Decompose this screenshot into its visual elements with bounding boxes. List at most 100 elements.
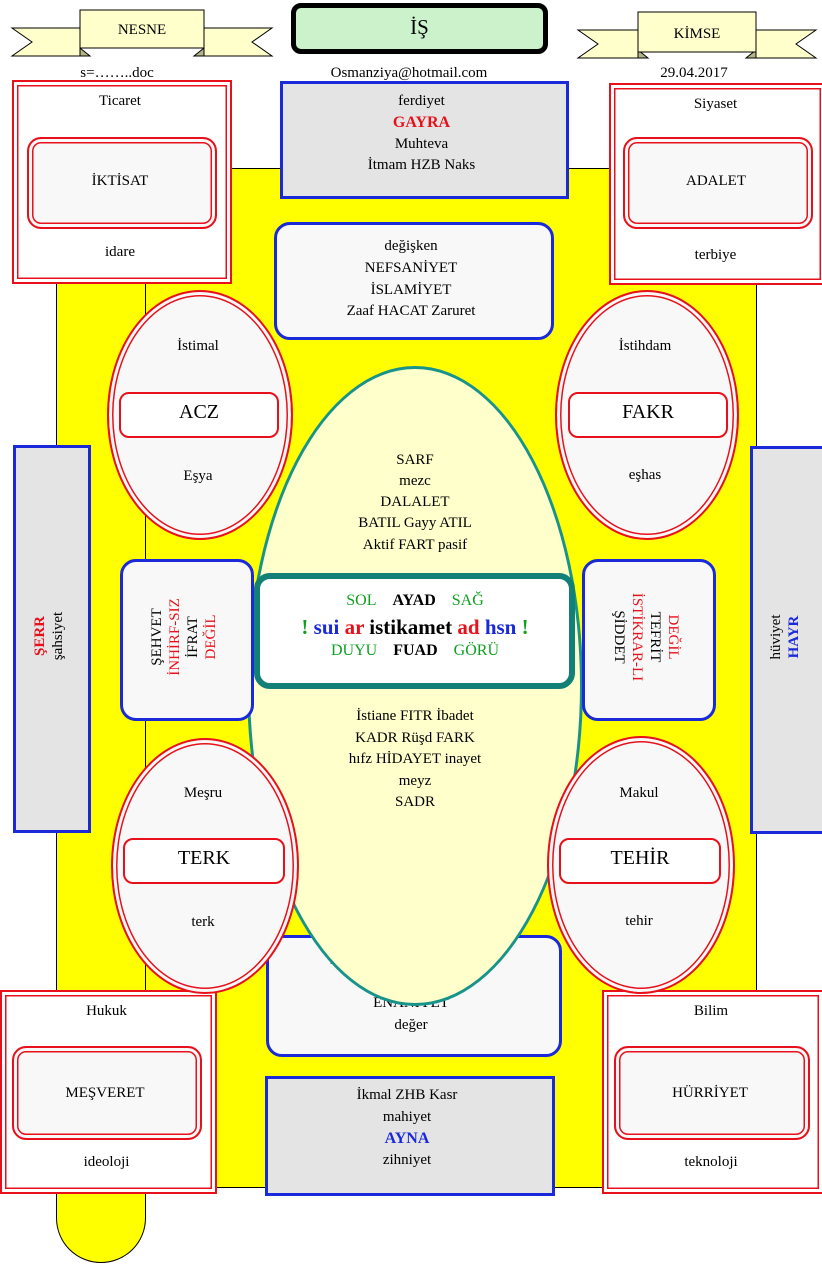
center-row3-fuad: FUAD [393, 642, 438, 659]
right-side-l1: hüviyet [768, 614, 784, 660]
corner-br-center: HÜRRİYET [672, 1085, 748, 1101]
center-row2-ad: ad [457, 615, 480, 639]
ellipse-bl-center: TERK [123, 838, 285, 884]
center-row2-istikamet: istikamet [369, 615, 453, 639]
center-row2-excl1: ! [301, 615, 309, 639]
left-mid-l4: DEĞİL [203, 614, 219, 660]
left-side-box [13, 445, 91, 833]
corner-bl-inner [12, 1046, 202, 1140]
corner-br-top: Bilim [693, 1003, 729, 1019]
is-title-box [291, 3, 548, 54]
center-row1-ayad: AYAD [392, 592, 436, 609]
top-gray-l4: İtmam HZB Naks [367, 157, 476, 173]
center-top-l1: SARF [396, 452, 434, 468]
top-white-box [274, 222, 554, 340]
left-mid-box [120, 559, 254, 721]
top-white-l2: NEFSANİYET [364, 260, 458, 276]
top-gray-box [280, 81, 569, 199]
bottom-gray-l4: zihniyet [382, 1152, 432, 1168]
right-mid-l2: TEFRİT [647, 611, 663, 663]
right-side-box [750, 446, 822, 834]
corner-tr-inner [623, 137, 813, 229]
right-mid-box [582, 559, 716, 721]
bottom-white-l4: değer [394, 1017, 428, 1033]
center-row2-excl2: ! [521, 615, 529, 639]
center-top-l3: DALALET [380, 494, 450, 510]
ellipse-tr-top: İstihdam [618, 338, 672, 354]
center-bottom-l3: hıfz HİDAYET inayet [348, 751, 482, 767]
corner-tr-bottom: terbiye [694, 247, 737, 263]
center-bottom-l1: İstiane FITR İbadet [356, 708, 474, 724]
bottom-gray-l1: İkmal ZHB Kasr [356, 1087, 458, 1103]
corner-bl-center: MEŞVERET [65, 1085, 145, 1101]
center-row2: ! sui ar istikamet ad hsn ! [260, 614, 570, 640]
right-side-text: hüviyet HAYR [767, 577, 803, 697]
left-side-text: ŞERR şahsiyet [31, 576, 67, 696]
kimse-ribbon-banner [576, 11, 818, 59]
right-side-l2: HAYR [786, 615, 802, 659]
corner-bl-top: Hukuk [86, 1003, 127, 1019]
center-row1: SOL AYAD SAĞ [260, 591, 570, 611]
center-row3-goru: GÖRÜ [453, 642, 499, 659]
file-name: s=……..doc [80, 65, 154, 81]
center-bottom-l5: SADR [394, 794, 435, 810]
corner-br-inner [614, 1046, 810, 1140]
bottom-gray-l2: mahiyet [382, 1109, 432, 1125]
center-bottom-l4: meyz [398, 773, 432, 789]
left-mid-l2: İNHİRF-SIZ [167, 598, 183, 676]
ellipse-tl-center: ACZ [119, 392, 279, 438]
corner-tr-center: ADALET [686, 173, 746, 189]
center-row3-duyu: DUYU [331, 642, 378, 659]
ellipse-bl-bottom: terk [191, 914, 215, 930]
corner-tl-inner [27, 137, 217, 229]
top-white-l1: değişken [384, 238, 438, 254]
corner-tl-center: İKTİSAT [91, 173, 149, 189]
ellipse-tl-top: İstimal [177, 338, 219, 354]
kimse-label: KİMSE [673, 26, 721, 42]
ellipse-br-bottom: tehir [625, 913, 653, 929]
is-title: İŞ [410, 15, 429, 39]
corner-tr-top: Siyaset [693, 96, 738, 112]
left-side-l1: ŞERR [32, 616, 48, 657]
ellipse-bl-top: Meşru [183, 785, 223, 801]
ellipse-tr-center: FAKR [568, 392, 728, 438]
email: Osmanziya@hotmail.com [330, 65, 488, 81]
left-mid-l3: İFRAT [185, 616, 201, 658]
date: 29.04.2017 [660, 65, 728, 81]
corner-tl-bottom: idare [105, 244, 135, 260]
nesne-ribbon-banner [10, 9, 274, 57]
left-side-l2: şahsiyet [50, 611, 66, 661]
center-top-l2: mezc [399, 473, 431, 489]
center-row2-hsn: hsn [484, 615, 517, 639]
center-row1-sag: SAĞ [451, 592, 484, 609]
right-mid-l4: ŞİDDET [611, 610, 627, 664]
right-mid-l1: DEĞİL [665, 614, 681, 660]
top-white-l3: İSLAMİYET [370, 282, 452, 298]
bottom-gray-l3: AYNA [384, 1130, 430, 1147]
ellipse-br-top: Makul [619, 785, 659, 801]
center-row2-ar: ar [344, 615, 365, 639]
ellipse-tr-bottom: eşhas [628, 467, 662, 483]
top-gray-l2: GAYRA [392, 114, 451, 131]
left-mid-text: ŞEHVET İNHİRF-SIZ İFRAT DEĞİL [148, 562, 220, 712]
corner-br-bottom: teknoloji [684, 1154, 738, 1170]
bottom-gray-box [265, 1076, 555, 1196]
top-white-l4: Zaaf HACAT Zaruret [346, 303, 476, 319]
center-row3: DUYU FUAD GÖRÜ [260, 641, 570, 661]
center-row2-sui: sui [313, 615, 340, 639]
right-mid-text: DEĞİL TEFRİT İSTİKRAR-LI ŞİDDET [610, 562, 682, 712]
center-top-l5: Aktif FART pasif [362, 537, 468, 553]
corner-bl-bottom: ideoloji [83, 1154, 130, 1170]
nesne-label: NESNE [117, 22, 167, 38]
center-bottom-l2: KADR Rüşd FARK [355, 730, 475, 746]
center-row1-sol: SOL [346, 592, 377, 609]
top-gray-l3: Muhteva [394, 136, 449, 152]
ellipse-tl-bottom: Eşya [183, 468, 213, 484]
left-mid-l1: ŞEHVET [149, 608, 165, 666]
ellipse-br-center: TEHİR [559, 838, 721, 884]
center-box [254, 573, 575, 689]
center-top-l4: BATIL Gayy ATIL [358, 515, 472, 531]
top-gray-l1: ferdiyet [398, 93, 445, 109]
right-mid-l3: İSTİKRAR-LI [629, 592, 645, 682]
corner-tl-top: Ticaret [99, 93, 141, 109]
